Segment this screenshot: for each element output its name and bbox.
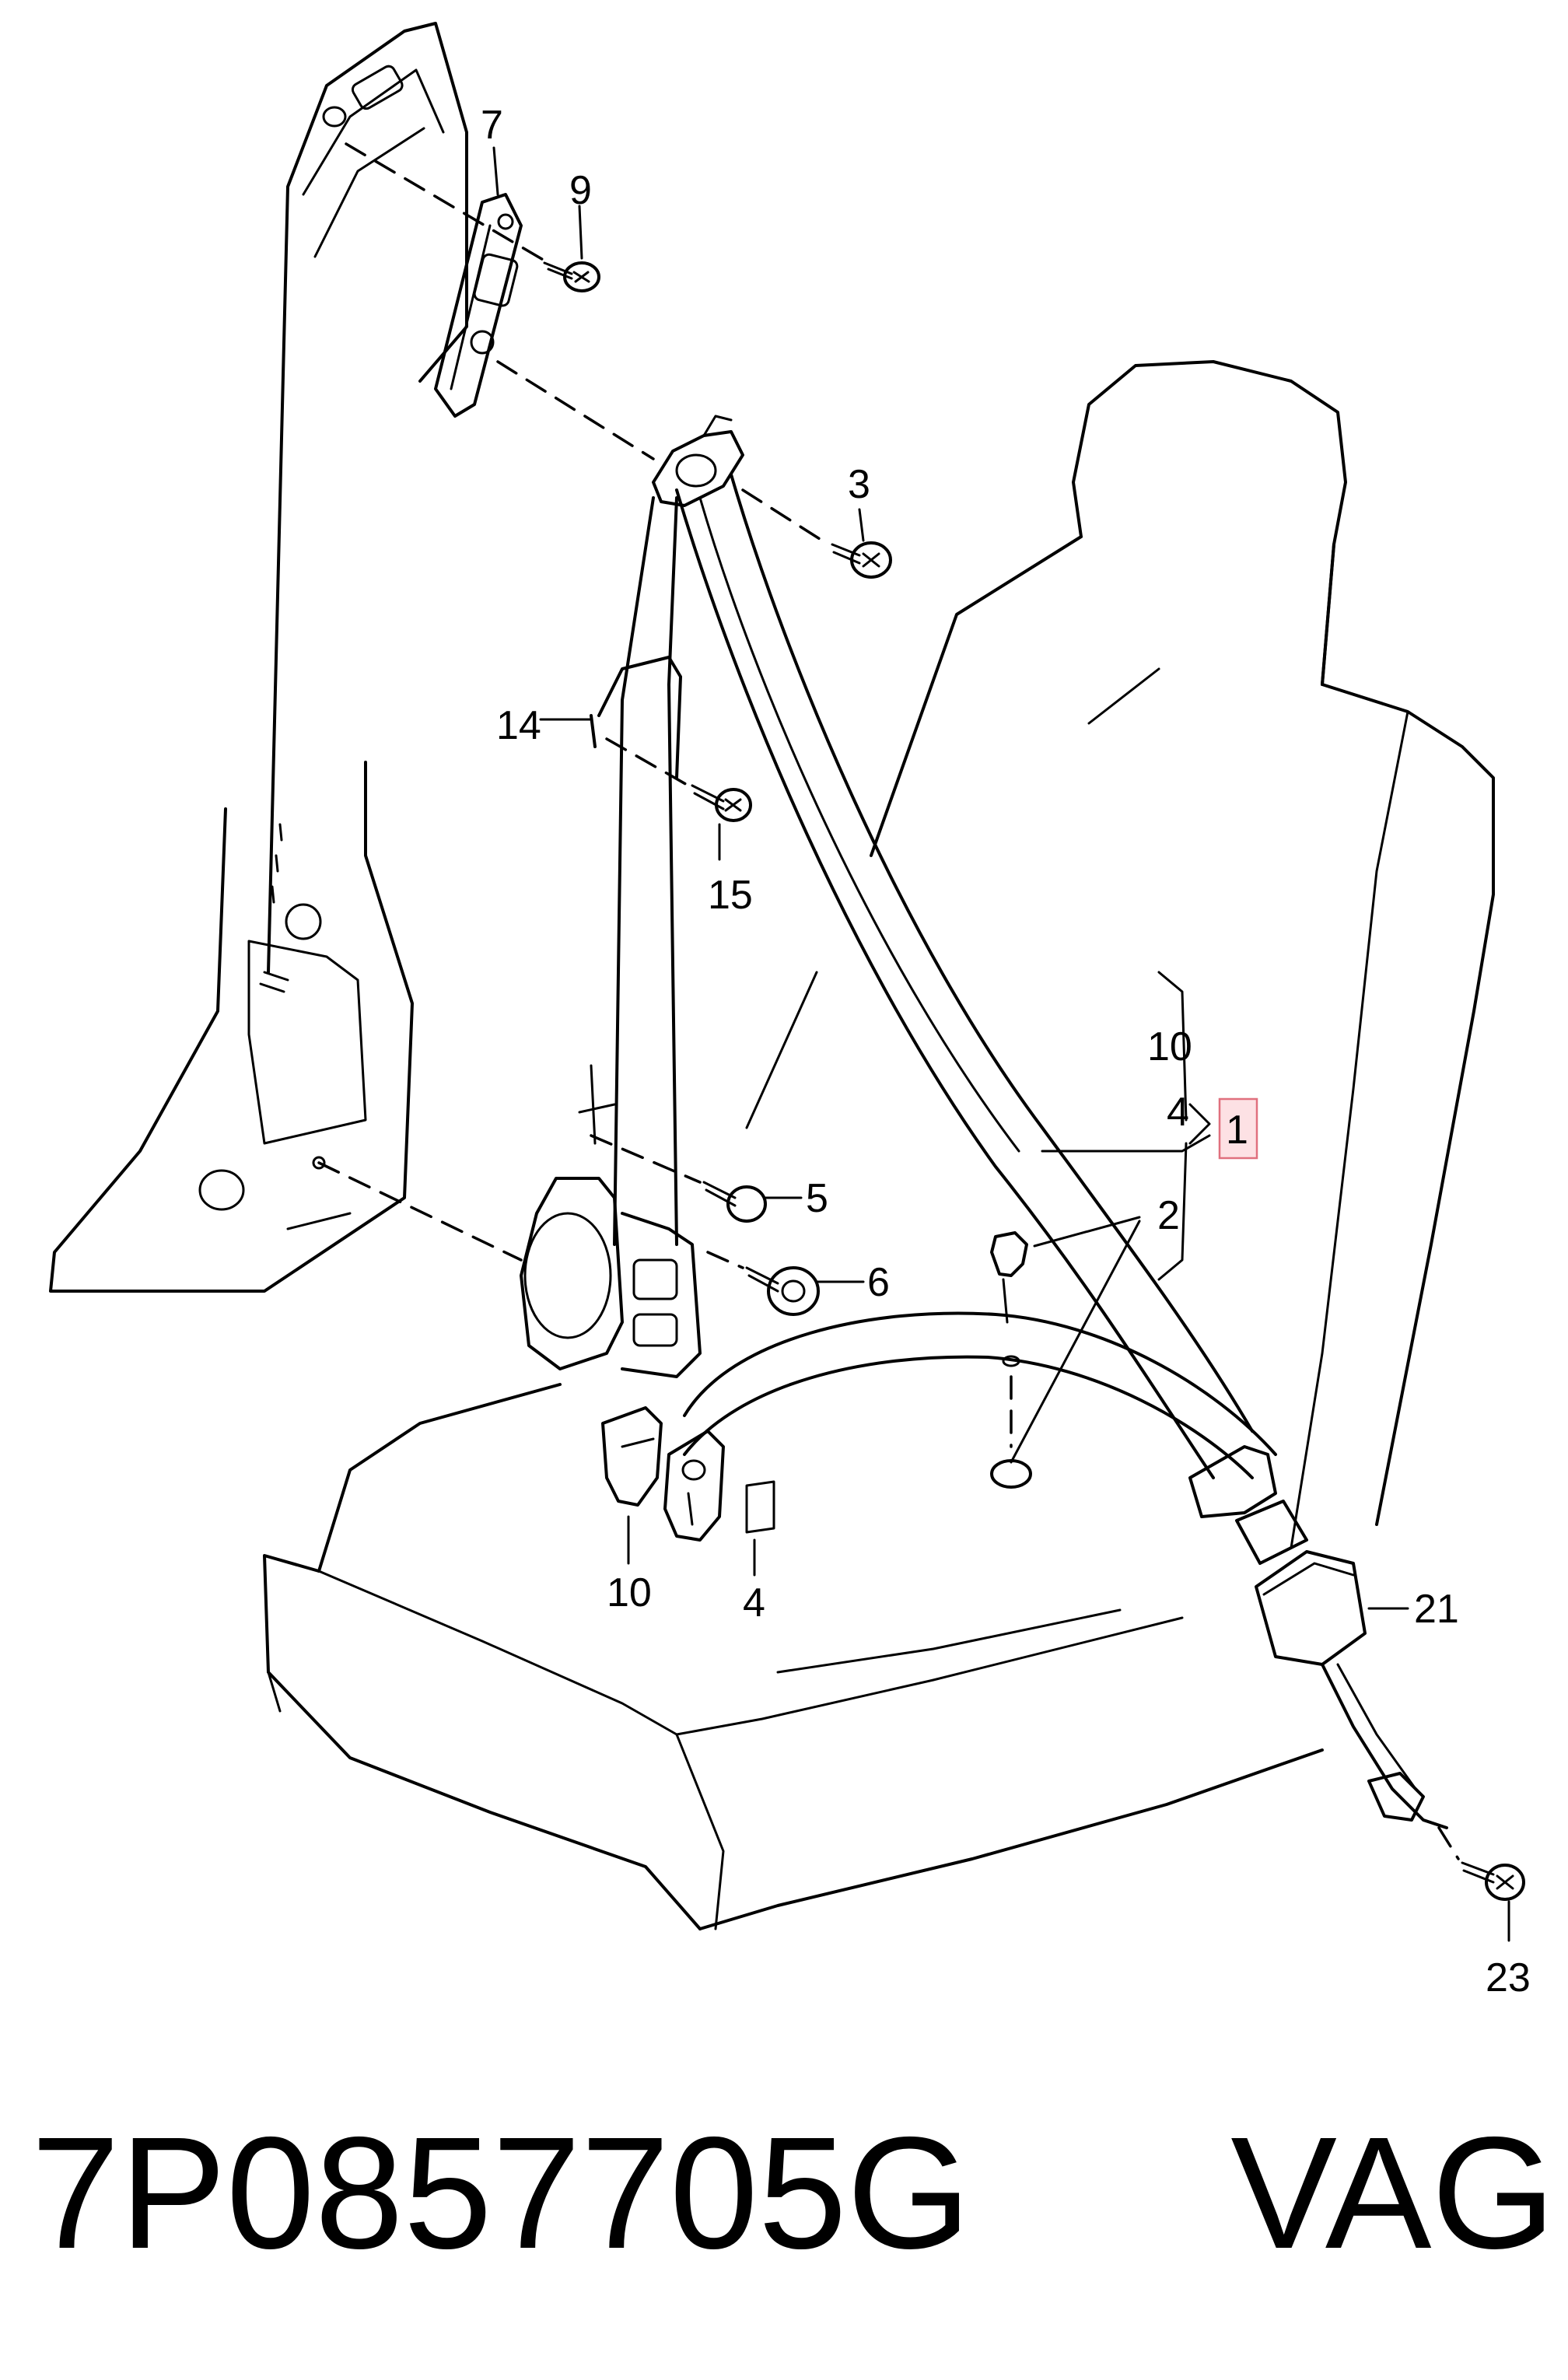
retractor-webbing [590,496,682,1246]
callout-1-highlight [1218,1097,1258,1160]
shoulder-belt [675,473,1254,1479]
bolt-15 [691,784,752,822]
callout-leader-lines [492,146,1510,1942]
part-number: 7P0857705G [31,2104,971,2282]
b-pillar-upper [267,22,468,974]
belt-retractor [520,1064,702,1378]
lap-belt [683,1311,1277,1479]
b-pillar-lower [49,761,414,1293]
upper-belt-guide [652,415,744,507]
bolt-3 [831,541,892,579]
label-sticker-4 [745,1480,775,1534]
callout-15: 15 [708,873,753,918]
bolt-6 [745,1266,820,1316]
anchor-plate [663,1430,725,1542]
callout-10-group: 10 [1147,1024,1192,1069]
assembly-dash-lines [317,142,1460,1860]
callout-23: 23 [1486,1955,1531,2000]
seatbelt-buckle-21 [1255,1550,1448,1829]
belt-tongue [1188,1445,1308,1565]
callout-10: 10 [607,1570,652,1615]
callout-4: 4 [743,1580,765,1626]
callout-3: 3 [848,462,870,507]
callout-9: 9 [569,168,592,213]
callout-2: 2 [1157,1193,1180,1238]
bolt-9 [543,261,600,292]
bolt-5 [702,1181,767,1223]
callout-4-group: 4 [1167,1090,1189,1135]
brand-name: VAG [1230,2104,1556,2282]
seat-cushion [263,1383,1324,1930]
height-adjuster-rail [434,193,523,418]
bolt-23 [1461,1861,1525,1901]
callout-labels: 7 9 3 14 15 10 4 1 5 2 6 10 4 21 23 [481,103,1531,2000]
callout-7: 7 [481,103,503,148]
callout-5: 5 [806,1176,828,1221]
trim-cover-10 [601,1406,663,1507]
seat-backrest [745,360,1495,1549]
callout-14: 14 [496,703,541,748]
callout-1: 1 [1226,1108,1248,1153]
part-caption: 7P0857705G VAG [31,2092,1556,2294]
trim-pin-2 [990,1231,1032,1489]
callout-21: 21 [1414,1587,1459,1632]
callout-6: 6 [867,1260,890,1305]
